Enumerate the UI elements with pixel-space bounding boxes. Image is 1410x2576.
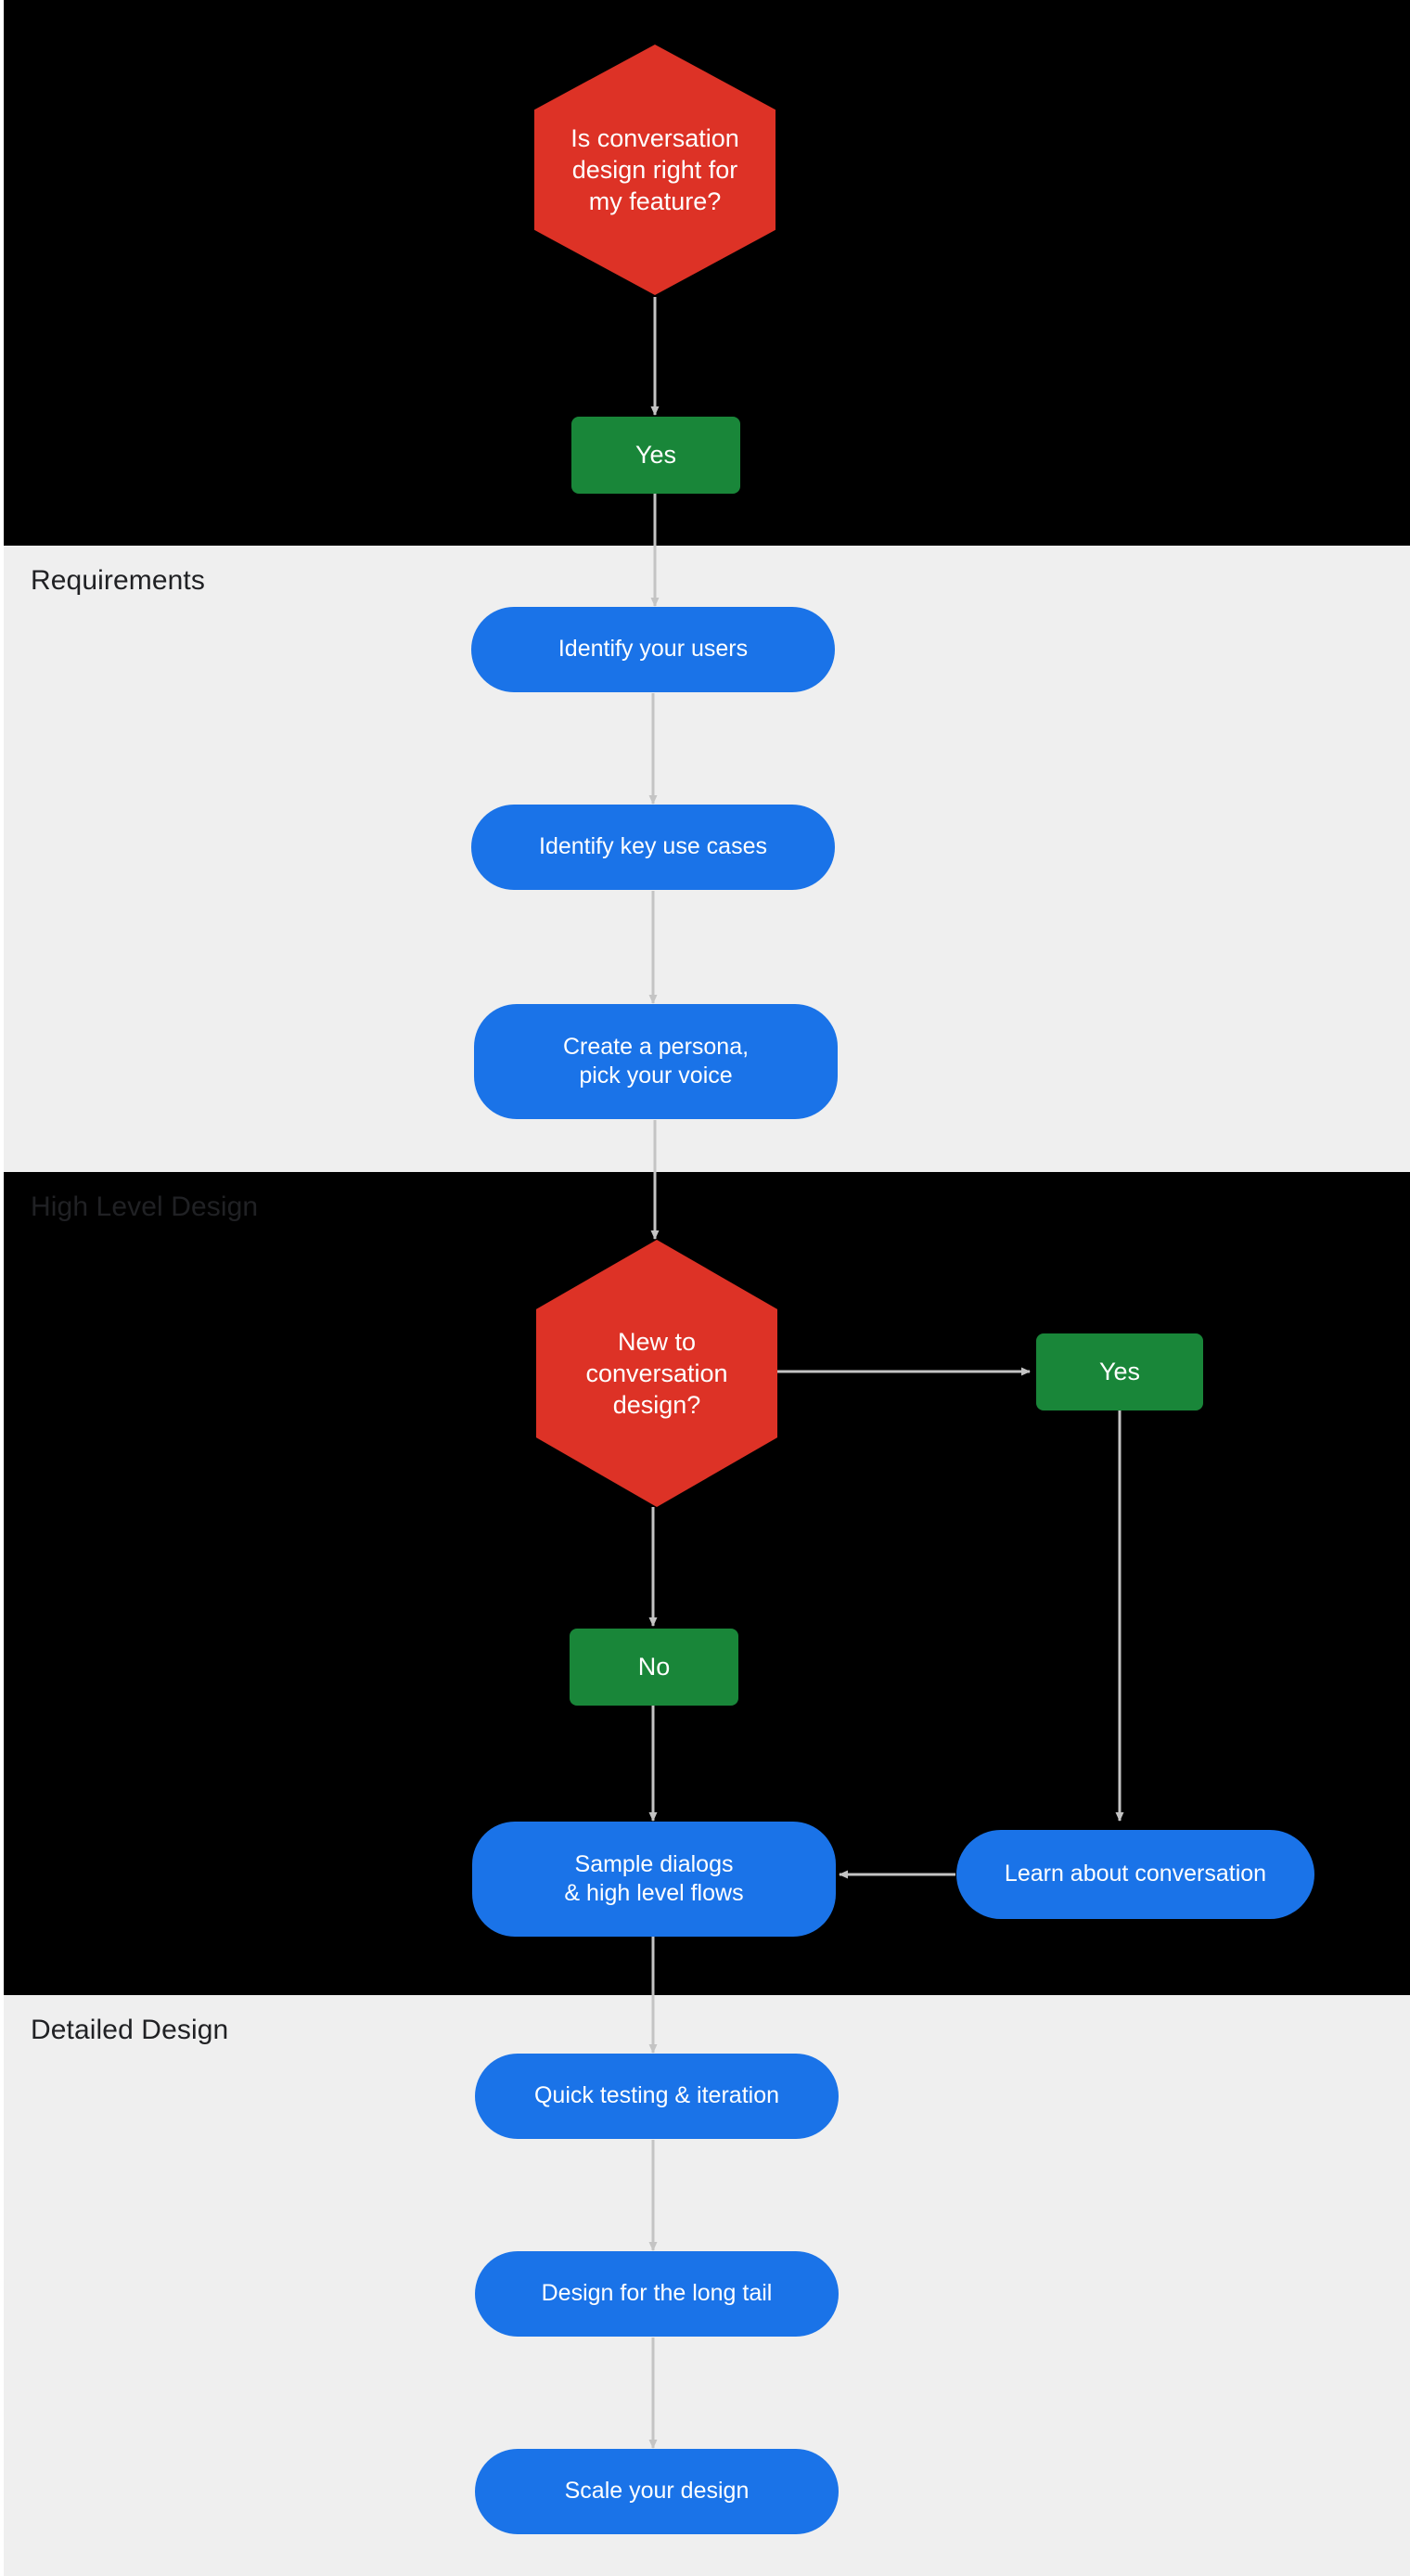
answer-node-label: No xyxy=(637,1653,671,1681)
decision-node-label: New to conversation design? xyxy=(585,1327,728,1419)
step-node-label: Scale your design xyxy=(564,2478,750,2505)
step-node-design-for-the-long-tail[interactable]: Design for the long tail xyxy=(475,2251,839,2337)
step-node-label: Identify your users xyxy=(558,636,749,663)
step-node-quick-testing-iteration[interactable]: Quick testing & iteration xyxy=(475,2054,839,2139)
answer-node-label: Yes xyxy=(634,441,677,470)
section-title-detailed-design: Detailed Design xyxy=(31,2015,229,2045)
answer-node-yes-2[interactable]: Yes xyxy=(1036,1333,1203,1410)
step-node-label: Quick testing & iteration xyxy=(533,2082,779,2109)
answer-node-no[interactable]: No xyxy=(570,1629,738,1706)
section-title-requirements: Requirements xyxy=(31,565,205,596)
step-node-label: Create a persona, pick your voice xyxy=(562,1033,750,1089)
step-node-learn-about-conversation[interactable]: Learn about conversation xyxy=(956,1830,1314,1919)
step-node-scale-your-design[interactable]: Scale your design xyxy=(475,2449,839,2534)
decision-node-label: Is conversation design right for my feat… xyxy=(570,123,739,215)
step-node-create-persona-pick-voice[interactable]: Create a persona, pick your voice xyxy=(474,1004,838,1119)
step-node-label: Design for the long tail xyxy=(541,2280,773,2307)
answer-node-yes-1[interactable]: Yes xyxy=(571,417,740,494)
section-title-high-level-design: High Level Design xyxy=(31,1191,259,1222)
step-node-label: Identify key use cases xyxy=(539,833,767,860)
step-node-sample-dialogs-high-level-flows[interactable]: Sample dialogs & high level flows xyxy=(472,1822,836,1937)
step-node-identify-key-use-cases[interactable]: Identify key use cases xyxy=(471,805,835,890)
left-page-edge xyxy=(0,0,4,2576)
step-node-label: Sample dialogs & high level flows xyxy=(564,1850,744,1907)
step-node-label: Learn about conversation xyxy=(1004,1861,1267,1887)
step-node-identify-your-users[interactable]: Identify your users xyxy=(471,607,835,692)
answer-node-label: Yes xyxy=(1098,1358,1141,1386)
